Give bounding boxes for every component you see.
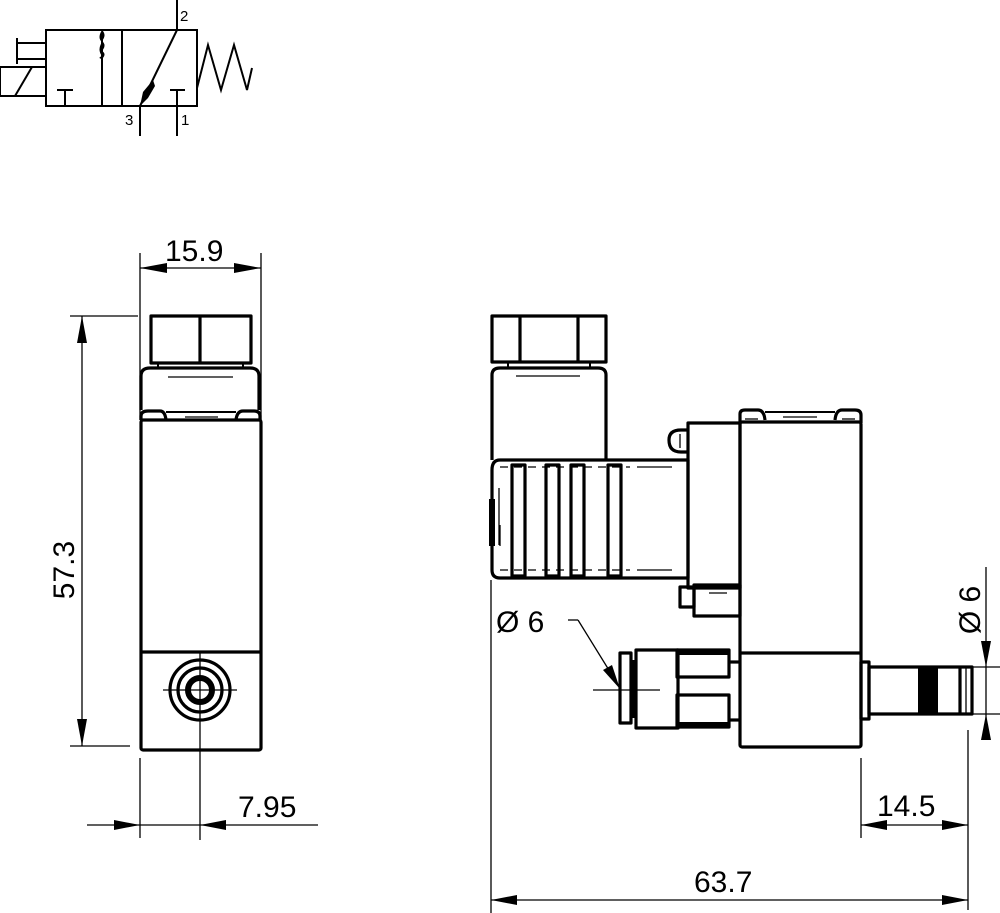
dim-port-offset: 7.95 bbox=[87, 758, 318, 838]
dim-overall-length: 63.7 bbox=[490, 580, 968, 913]
port-opening-icon bbox=[163, 652, 237, 840]
side-view bbox=[489, 314, 974, 749]
dim-inlet-diameter: Ø 6 bbox=[496, 606, 660, 691]
connector-body bbox=[139, 366, 261, 410]
height-dimension-label: 57.3 bbox=[48, 541, 81, 599]
coil-housing bbox=[490, 458, 690, 580]
dim-outlet-length: 14.5 bbox=[860, 730, 969, 910]
port-offset-dimension-label: 7.95 bbox=[238, 791, 296, 824]
valve-body bbox=[738, 420, 863, 749]
width-dimension-label: 15.9 bbox=[165, 235, 223, 268]
port-2-label: 2 bbox=[180, 8, 188, 25]
knob bbox=[667, 428, 688, 454]
port-1-label: 1 bbox=[181, 112, 189, 129]
armature-plate bbox=[686, 421, 742, 590]
overall-length-label: 63.7 bbox=[694, 866, 752, 899]
inlet-diameter-label: Ø 6 bbox=[496, 606, 544, 639]
connector-body bbox=[490, 366, 608, 460]
solenoid-actuator-icon bbox=[0, 38, 47, 97]
outlet-fitting bbox=[859, 660, 974, 721]
valve-symbol: 2 3 1 bbox=[0, 0, 253, 136]
inlet-fitting bbox=[618, 648, 740, 730]
outlet-diameter-label: Ø 6 bbox=[954, 586, 987, 634]
coil-ribs bbox=[510, 463, 623, 578]
flow-arrow-icon bbox=[99, 30, 105, 59]
front-view bbox=[139, 314, 263, 840]
valve-body bbox=[139, 418, 263, 752]
valve-position-right bbox=[121, 29, 198, 107]
dim-width: 15.9 bbox=[139, 235, 262, 420]
port-3-label: 3 bbox=[125, 112, 133, 129]
dim-height: 57.3 bbox=[48, 315, 138, 747]
flow-arrow-icon bbox=[140, 80, 155, 106]
dim-outlet-diameter: Ø 6 bbox=[954, 567, 1000, 740]
outlet-length-label: 14.5 bbox=[877, 790, 935, 823]
spring-return-icon bbox=[196, 41, 253, 94]
valve-position-left bbox=[45, 29, 123, 107]
connector-cap bbox=[490, 314, 608, 364]
